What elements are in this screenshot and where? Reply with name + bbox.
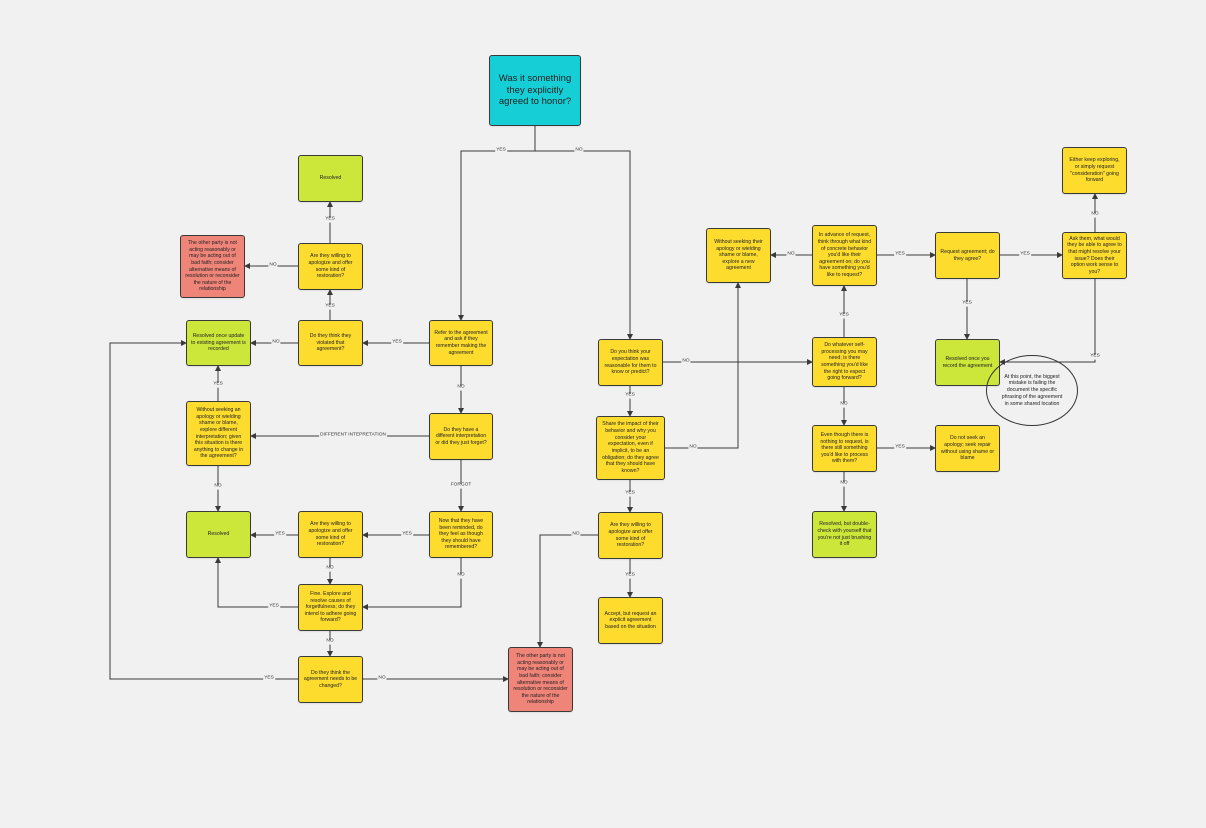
connector-arrow xyxy=(109,340,298,680)
now-reminded-node[interactable]: Now that they have been reminded, do the… xyxy=(429,511,493,558)
connector-arrow xyxy=(215,557,298,608)
ask-them-node[interactable]: Ask them, what would they be able to agr… xyxy=(1062,232,1127,279)
edge-label-yes: YES xyxy=(1019,251,1031,258)
edge-label-no: NO xyxy=(456,384,466,391)
new-agreement-node[interactable]: Without seeking their apology or wieldin… xyxy=(706,228,771,283)
edge-label-yes: YES xyxy=(274,531,286,538)
edge-label-yes: YES xyxy=(624,392,636,399)
resolved-left-node[interactable]: Resolved xyxy=(186,511,251,558)
different-interpretation-node[interactable]: Do they have a different interpretation … xyxy=(429,413,493,460)
edge-label-no: NO xyxy=(839,480,849,487)
edge-label-yes: YES xyxy=(324,303,336,310)
share-impact-node[interactable]: Share the impact of their behavior and w… xyxy=(596,416,665,480)
edge-label-yes: YES xyxy=(1089,353,1101,360)
edge-label-yes: YES xyxy=(961,300,973,307)
edge-label-no: NO xyxy=(571,531,581,538)
resolved-top-node[interactable]: Resolved xyxy=(298,155,363,202)
edge-label-no: NO xyxy=(377,675,387,682)
start-question-node[interactable]: Was it something they explicitly agreed … xyxy=(489,55,581,126)
edge-label-yes: YES xyxy=(495,147,507,154)
connector-arrow xyxy=(362,558,462,610)
bad-faith-left-node[interactable]: The other party is not acting reasonably… xyxy=(180,235,245,298)
resolved-update-node[interactable]: Resolved once update to existing agreeme… xyxy=(186,320,251,366)
keep-exploring-node[interactable]: Either keep exploring, or simply request… xyxy=(1062,147,1127,194)
connector-arrow xyxy=(999,279,1096,365)
resolved-double-check-node[interactable]: Resolved, but double-check with yourself… xyxy=(812,511,877,558)
refer-agreement-node[interactable]: Refer to the agreement and ask if they r… xyxy=(429,320,493,366)
agreement-change-node[interactable]: Do they think the agreement needs to be … xyxy=(298,656,363,703)
edge-label-no: NO xyxy=(271,339,281,346)
violated-agreement-node[interactable]: Do they think they violated that agreeme… xyxy=(298,320,363,366)
edge-label-yes: YES xyxy=(268,603,280,610)
edge-label-yes: YES xyxy=(894,444,906,451)
edge-label-forgot: FORGOT xyxy=(449,482,473,489)
edge-label-yes: YES xyxy=(324,216,336,223)
edge-label-yes: YES xyxy=(624,572,636,579)
connector-arrow xyxy=(665,282,741,449)
edge-label-different: DIFFERENT INTEPRETATION xyxy=(319,432,387,439)
edge-label-no: NO xyxy=(456,572,466,579)
edge-label-yes: YES xyxy=(263,675,275,682)
self-processing-node[interactable]: Do whatever self-processing you may need… xyxy=(812,337,877,387)
edge-label-yes: YES xyxy=(401,531,413,538)
advance-request-node[interactable]: In advance of request, think through wha… xyxy=(812,225,877,286)
apologize-mid-node[interactable]: Are they willing to apologize and offer … xyxy=(298,511,363,558)
edge-label-yes: YES xyxy=(838,312,850,319)
edge-label-no: NO xyxy=(325,565,335,572)
edge-label-no: NO xyxy=(325,638,335,645)
edge-label-yes: YES xyxy=(212,381,224,388)
request-agreement-node[interactable]: Request agreement; do they agree? xyxy=(935,232,1000,279)
documentation-note: At this point, the biggest mistake is fa… xyxy=(986,355,1078,426)
edge-label-no: NO xyxy=(268,262,278,269)
edge-label-yes: YES xyxy=(391,339,403,346)
edge-label-yes: YES xyxy=(624,490,636,497)
edge-label-no: NO xyxy=(1090,211,1100,218)
connector-arrow xyxy=(535,150,633,340)
edge-label-no: NO xyxy=(681,358,691,365)
accept-request-node[interactable]: Accept, but request an explicit agreemen… xyxy=(598,597,663,644)
edge-label-yes: YES xyxy=(894,251,906,258)
connector-arrow xyxy=(537,534,598,648)
explore-forgetfulness-node[interactable]: Fine. Explore and resolve causes of forg… xyxy=(298,584,363,631)
apologize-top-node[interactable]: Are they willing to apologize and offer … xyxy=(298,243,363,290)
explore-interpretation-node[interactable]: Without seeking an apology or wielding s… xyxy=(186,401,251,466)
edge-label-no: NO xyxy=(688,444,698,451)
bad-faith-bottom-node[interactable]: The other party is not acting reasonably… xyxy=(508,647,573,712)
connector-arrow xyxy=(458,126,536,321)
apologize-right-node[interactable]: Are they willing to apologize and offer … xyxy=(598,512,663,559)
edge-label-no: NO xyxy=(213,483,223,490)
edge-label-no: NO xyxy=(786,251,796,258)
edge-label-no: NO xyxy=(574,147,584,154)
nothing-to-request-node[interactable]: Even though there is nothing to request,… xyxy=(812,425,877,472)
expectation-reasonable-node[interactable]: Do you think your expectation was reason… xyxy=(598,339,663,386)
edge-label-no: NO xyxy=(839,401,849,408)
seek-repair-node[interactable]: Do not seek an apology; seek repair with… xyxy=(935,425,1000,472)
